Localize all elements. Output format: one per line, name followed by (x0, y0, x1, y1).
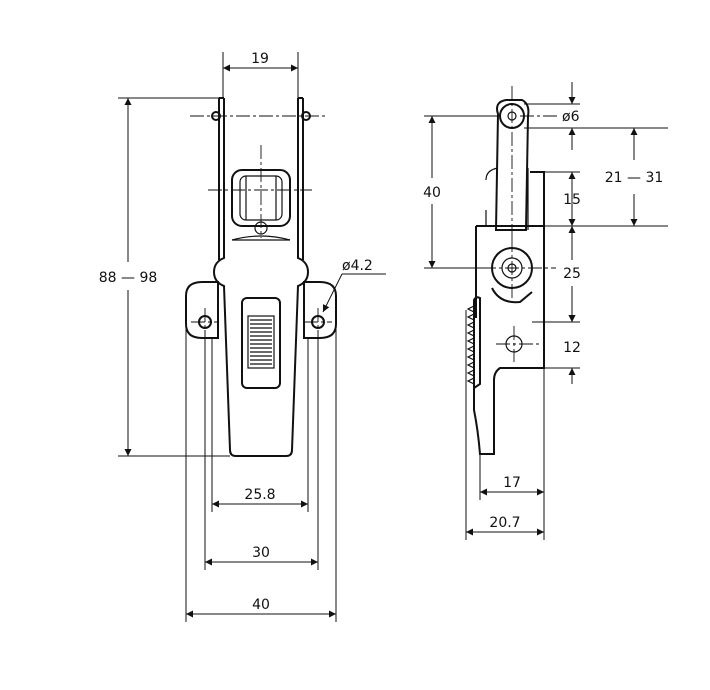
side-grip-rib (466, 353, 475, 361)
side-grip-rib (466, 305, 475, 313)
side-grip-rib (466, 361, 475, 369)
side-grip-rib (466, 321, 475, 329)
dimension-adjust-range: 21 — 31 (524, 127, 668, 227)
hook-roller (208, 145, 312, 238)
side-view: ø6 40 21 — 31 15 25 (423, 82, 668, 540)
lever-body (212, 235, 310, 457)
side-grip-rib (466, 345, 475, 353)
side-grip-rib (466, 337, 475, 345)
dim-base-inner-width-label: 25.8 (244, 487, 275, 503)
dim-overall-length-label: 88 — 98 (99, 270, 158, 286)
dimension-height-to-pivot: 40 (423, 115, 500, 269)
dimension-overall-length: 88 — 98 (99, 97, 230, 457)
side-grip-rib (466, 377, 475, 385)
dim-top-width-label: 19 (251, 51, 269, 67)
dim-hole-diameter-label: ø4.2 (342, 258, 373, 274)
dimension-upper-offset: 15 (530, 171, 581, 226)
dimension-pivot-to-hole: 25 (532, 226, 581, 323)
dimension-hole-spacing: 30 (204, 330, 319, 570)
dim-base-width-label: 40 (252, 597, 270, 613)
front-view: 19 88 — 98 ø4.2 25.8 30 (99, 51, 386, 622)
side-grip-rib (466, 369, 475, 377)
dimension-base-inner-width: 25.8 (211, 338, 309, 512)
top-strap (190, 97, 325, 260)
dim-depth-label: 17 (503, 475, 521, 491)
side-grip-rib (466, 313, 475, 321)
dimension-overall-depth: 20.7 (465, 310, 544, 540)
side-mount-hole (496, 326, 540, 362)
dim-hole-to-bottom-label: 12 (563, 340, 581, 356)
dimension-depth: 17 (479, 368, 545, 540)
side-base (473, 171, 545, 455)
dim-height-to-pivot-label: 40 (423, 185, 441, 201)
dimension-hole-to-bottom: 12 (544, 304, 581, 384)
base-plate (185, 281, 337, 339)
dim-pivot-to-hole-label: 25 (563, 266, 581, 282)
dimension-top-width: 19 (222, 51, 299, 98)
dim-adjust-range-label: 21 — 31 (605, 170, 664, 186)
dim-hole-spacing-label: 30 (252, 545, 270, 561)
dim-upper-offset-label: 15 (563, 192, 581, 208)
dim-pin-diameter-label: ø6 (562, 109, 580, 125)
side-grip-rib (466, 329, 475, 337)
dimension-base-width: 40 (185, 324, 337, 622)
side-lever (466, 296, 481, 389)
dim-overall-depth-label: 20.7 (489, 515, 520, 531)
dimension-hole-diameter: ø4.2 (322, 258, 386, 313)
side-arm (485, 86, 560, 238)
lever-grip (241, 297, 281, 389)
